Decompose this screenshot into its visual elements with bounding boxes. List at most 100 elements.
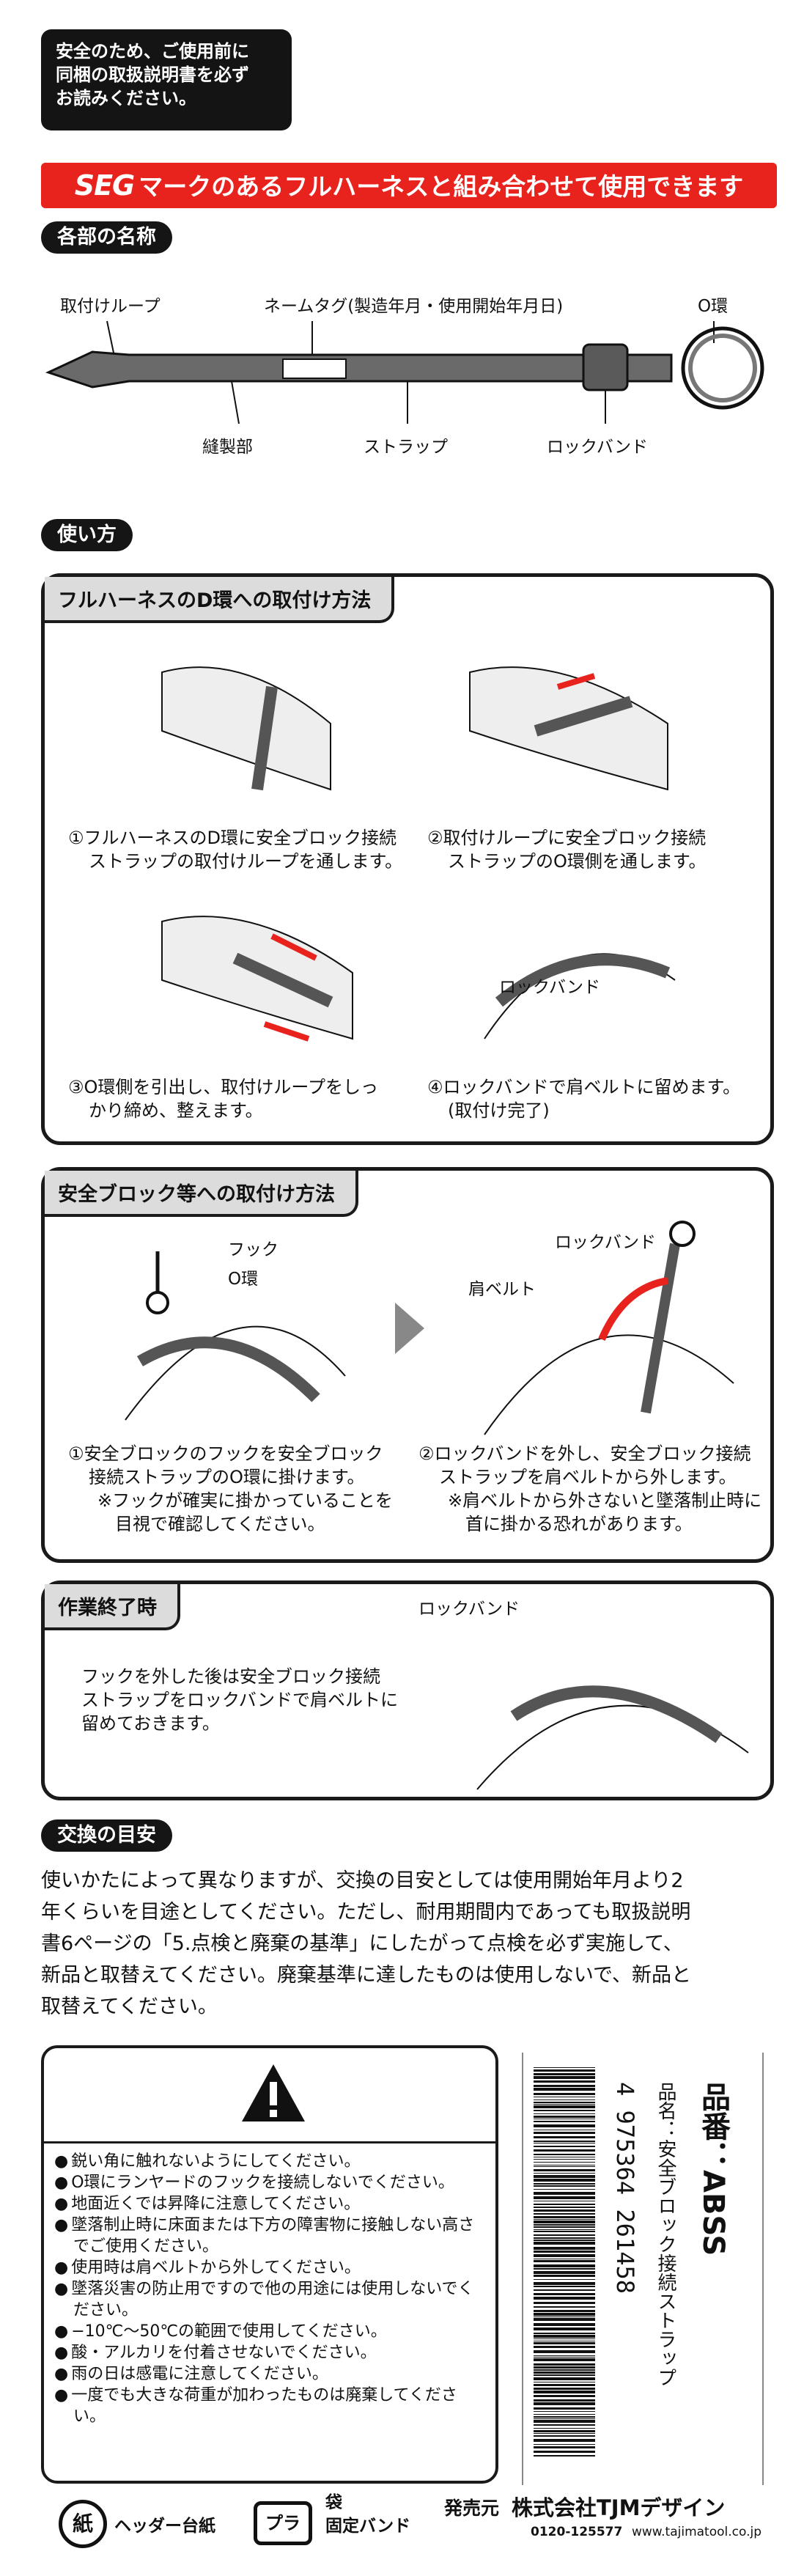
paper-label: ヘッダー台紙 — [114, 2517, 215, 2536]
barcode-bar — [534, 2377, 595, 2380]
caption-line: 接続ストラップのO環に掛けます。 — [89, 1467, 365, 1487]
label-nametag: ネームタグ(製造年月・使用開始年月日) — [264, 297, 564, 316]
parts-heading: 各部の名称 — [41, 221, 172, 254]
barcode-bar — [534, 2121, 595, 2122]
barcode-bar — [534, 2428, 595, 2429]
caption-line: かり締め、整えます。 — [89, 1100, 263, 1121]
barcode-bar — [534, 2175, 595, 2178]
block-attach-section: 安全ブロック等への取付け方法 フック O環 ロックバンド 肩ベルト ①安全ブロッ… — [41, 1167, 774, 1563]
compat-text: マークのあるフルハーネスと組み合わせて使用できます — [139, 172, 744, 201]
step1-illustration — [161, 666, 331, 791]
barcode-bar — [534, 2237, 595, 2239]
barcode-bar — [534, 2166, 595, 2167]
barcode-bar — [534, 2240, 595, 2241]
paper-recycle-icon: 紙 — [59, 2500, 107, 2548]
warning-item: 地面近くでは昇降に注意してください。 — [54, 2193, 485, 2215]
warning-item: 使用時は肩ベルトから外してください。 — [54, 2257, 485, 2278]
barcode-bar — [534, 2234, 595, 2236]
barcode-bar — [534, 2286, 595, 2287]
barcode-bar — [534, 2179, 595, 2182]
barcode-bar — [534, 2355, 595, 2356]
seg-mark: SEG — [74, 169, 136, 202]
barcode-bar — [534, 2116, 595, 2118]
warning-box: 鋭い角に触れないようにしてください。 O環にランヤードのフックを接続しないでくだ… — [41, 2045, 498, 2484]
barcode-bar — [534, 2327, 595, 2330]
barcode-bar — [534, 2366, 595, 2369]
warning-item: 酸・アルカリを付着させないでください。 — [54, 2342, 485, 2363]
caption-line: (取付け完了) — [448, 1100, 550, 1121]
block-step2-illustration — [484, 1221, 734, 1435]
caption-line: ストラップを肩ベルトから外します。 — [439, 1467, 737, 1487]
barcode-bar — [534, 2220, 595, 2223]
barcode-bar — [534, 2141, 595, 2142]
barcode-bar — [534, 2254, 595, 2257]
text-line: フックを外した後は安全ブロック接続 — [81, 1666, 380, 1687]
caption-line: 目視で確認してください。 — [115, 1514, 325, 1534]
barcode-bar — [534, 2451, 595, 2453]
caption-line: ストラップの取付けループを通します。 — [89, 851, 403, 872]
barcode-bar — [534, 2306, 595, 2308]
barcode-bar — [534, 2297, 595, 2300]
barcode-bar — [534, 2169, 595, 2171]
replace-text: 使いかたによって異なりますが、交換の目安としては使用開始年月より2 年くらいを目… — [41, 1865, 781, 2023]
barcode-bar — [534, 2402, 595, 2405]
step4-caption: ④ロックバンドで肩ベルトに留めます。(取付け完了) — [427, 1075, 740, 1122]
warning-item: O環にランヤードのフックを接続しないでください。 — [54, 2172, 485, 2193]
barcode-bar — [534, 2204, 595, 2205]
step4-lockband-label: ロックバンド — [499, 978, 600, 997]
caption-line: ※肩ベルトから外さないと墜落制止時に — [448, 1490, 762, 1511]
barcode-bar — [534, 2207, 595, 2208]
replace-heading: 交換の目安 — [41, 1819, 172, 1852]
barcode-bar — [534, 2374, 595, 2376]
barcode-bar — [534, 2132, 595, 2134]
safety-notice: 安全のため、ご使用前に 同梱の取扱説明書を必ず お読みください。 — [41, 29, 292, 130]
barcode-bar — [534, 2342, 595, 2344]
barcode-bar — [534, 2069, 595, 2072]
lockband-label: ロックバンド — [555, 1233, 656, 1252]
barcode-bar — [534, 2444, 595, 2445]
barcode-bar — [534, 2268, 595, 2270]
oring-label: O環 — [228, 1270, 259, 1289]
barcode-bar — [534, 2302, 595, 2304]
warning-item: 一度でも大きな荷重が加わったものは廃棄してください。 — [54, 2385, 485, 2427]
barcode-bar — [534, 2346, 595, 2348]
barcode-bar — [534, 2162, 595, 2163]
barcode-bar — [534, 2289, 595, 2291]
barcode-bar — [534, 2105, 595, 2108]
barcode-bar — [534, 2430, 595, 2432]
warning-item: 鋭い角に触れないようにしてください。 — [54, 2151, 485, 2172]
label-strap: ストラップ — [364, 438, 448, 457]
step3-caption: ③O環側を引出し、取付けループをしっかり締め、整えます。 — [68, 1075, 378, 1122]
strap-diagram — [45, 320, 764, 424]
barcode-bar — [534, 2399, 595, 2402]
barcode-bar — [534, 2104, 595, 2105]
warning-item: 墜落災害の防止用ですので他の用途には使用しないでください。 — [54, 2278, 485, 2321]
caption-line: ①安全ブロックのフックを安全ブロック — [68, 1443, 383, 1464]
barcode-bar — [534, 2216, 595, 2218]
barcode-bar — [534, 2067, 595, 2068]
barcode-bar — [534, 2085, 595, 2087]
barcode-bar — [534, 2149, 595, 2152]
notice-line: 同梱の取扱説明書を必ず — [56, 65, 249, 85]
barcode-bar — [534, 2318, 595, 2321]
barcode-bar — [534, 2183, 595, 2185]
barcode-bar — [534, 2113, 595, 2114]
product-name: 品名：安全ブロック接続ストラップ — [654, 2082, 676, 2387]
step3-illustration — [161, 916, 353, 1042]
work-end-illustration — [476, 1685, 749, 1790]
barcode-bar — [534, 2275, 595, 2277]
caption-line: ストラップのO環側を通します。 — [448, 851, 707, 872]
text-line: 年くらいを目途としてください。ただし、耐用期間内であっても取扱説明 — [41, 1901, 691, 1924]
work-end-text: フックを外した後は安全ブロック接続 ストラップをロックバンドで肩ベルトに 留めて… — [81, 1665, 398, 1735]
barcode-bar — [534, 2219, 595, 2220]
barcode-bar — [534, 2350, 595, 2353]
barcode-bar — [534, 2313, 595, 2316]
barcode-bar — [534, 2391, 595, 2393]
barcode-bar — [534, 2196, 595, 2199]
block-step1-caption: ①安全ブロックのフックを安全ブロック 接続ストラップのO環に掛けます。 ※フック… — [68, 1442, 393, 1536]
shoulder-label: 肩ベルト — [468, 1280, 536, 1299]
block-step2-caption: ②ロックバンドを外し、安全ブロック接続 ストラップを肩ベルトから外します。 ※肩… — [418, 1442, 761, 1536]
section-title: フルハーネスのD環への取付け方法 — [45, 577, 395, 623]
block-step1-illustration — [125, 1251, 346, 1421]
